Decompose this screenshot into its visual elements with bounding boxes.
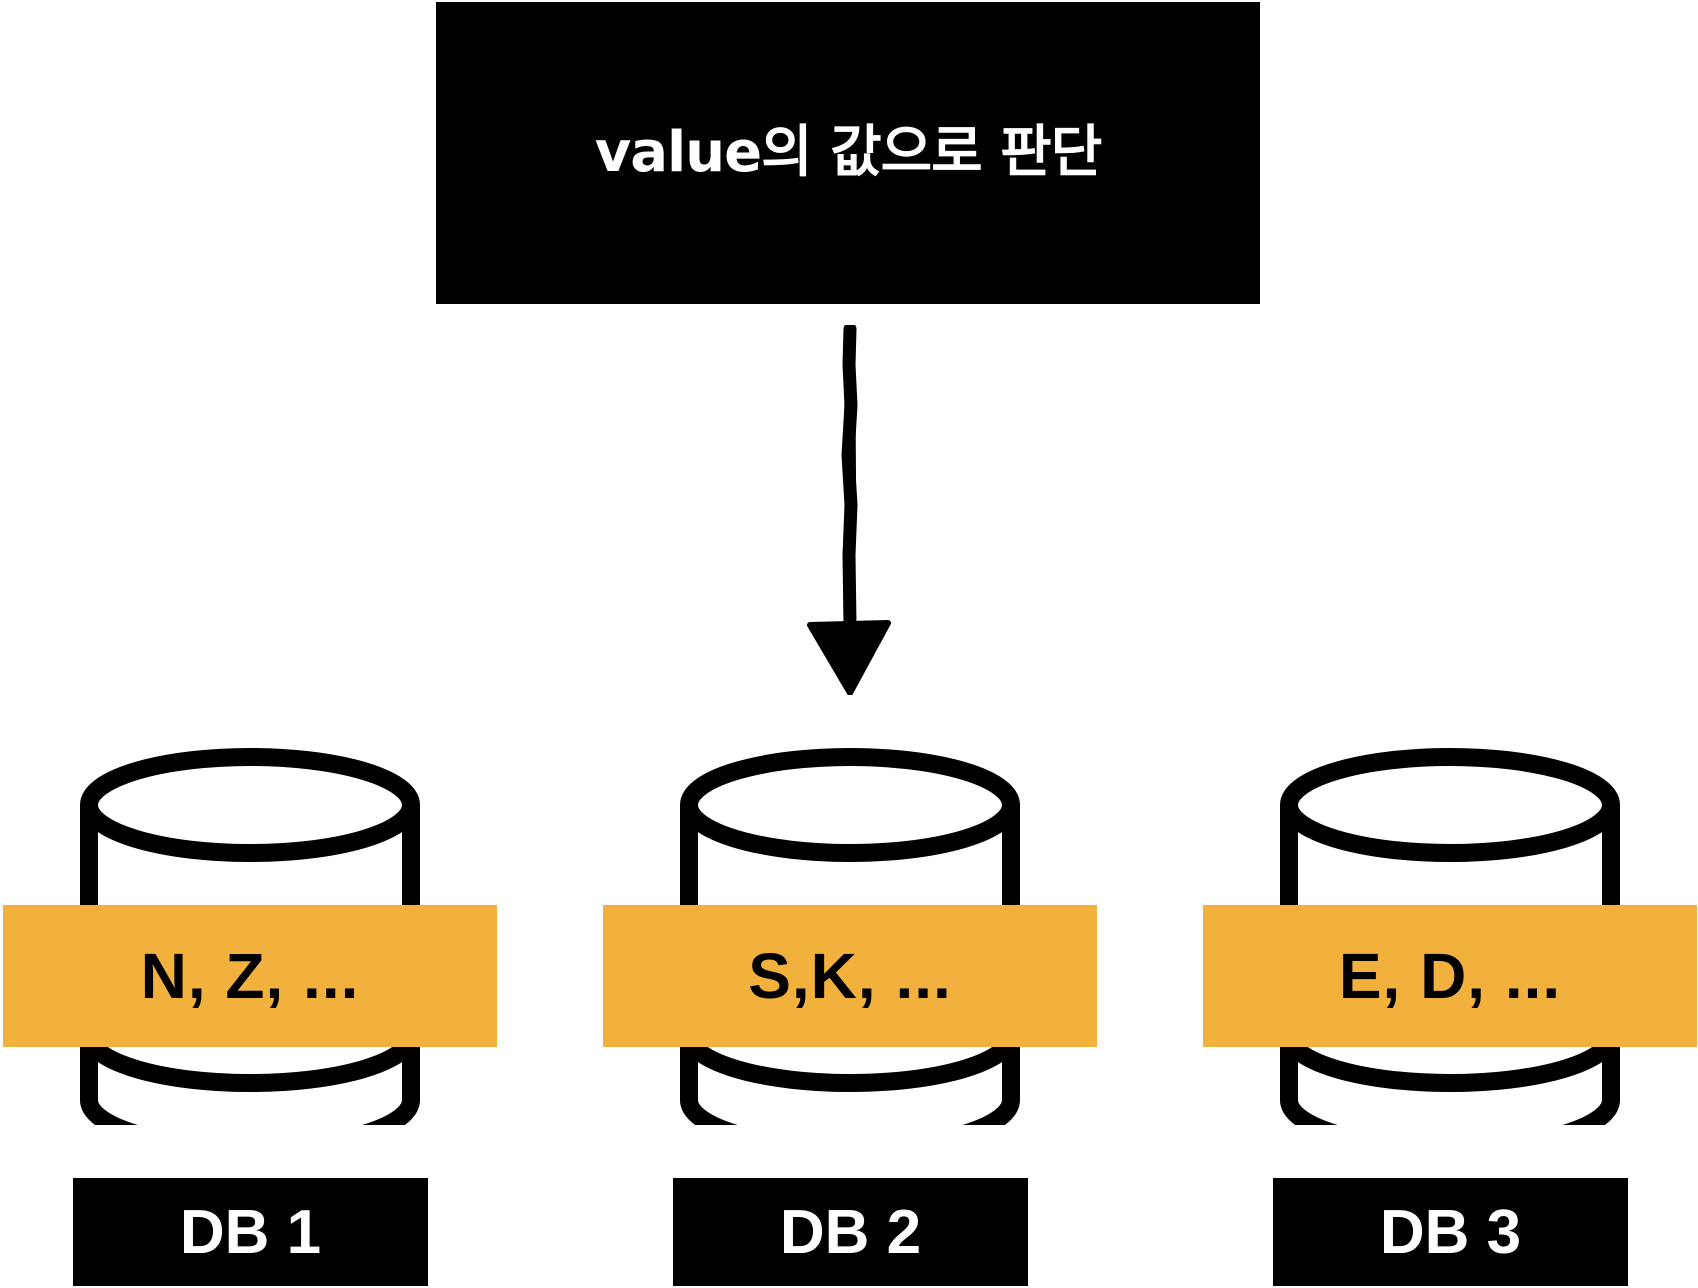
- routing-decision-box: value의 값으로 판단: [436, 2, 1260, 304]
- shard-keys-band: E, D, ...: [1203, 905, 1697, 1047]
- database-2: S,K, ... DB 2: [603, 745, 1097, 1288]
- database-name-box: DB 2: [673, 1178, 1028, 1286]
- database-3: E, D, ... DB 3: [1203, 745, 1697, 1288]
- shard-keys-band: S,K, ...: [603, 905, 1097, 1047]
- shard-keys-label: E, D, ...: [1338, 940, 1562, 1012]
- arrow-down-icon: [807, 325, 891, 695]
- database-name-box: DB 3: [1273, 1178, 1628, 1286]
- routing-decision-label: value의 값으로 판단: [594, 119, 1102, 185]
- database-1: N, Z, ... DB 1: [3, 745, 497, 1288]
- database-name: DB 2: [779, 1197, 922, 1267]
- shard-keys-label: N, Z, ...: [140, 940, 360, 1012]
- shard-keys-band: N, Z, ...: [3, 905, 497, 1047]
- database-name: DB 1: [179, 1197, 322, 1267]
- database-name: DB 3: [1379, 1197, 1522, 1267]
- shard-keys-label: S,K, ...: [748, 940, 952, 1012]
- database-name-box: DB 1: [73, 1178, 428, 1286]
